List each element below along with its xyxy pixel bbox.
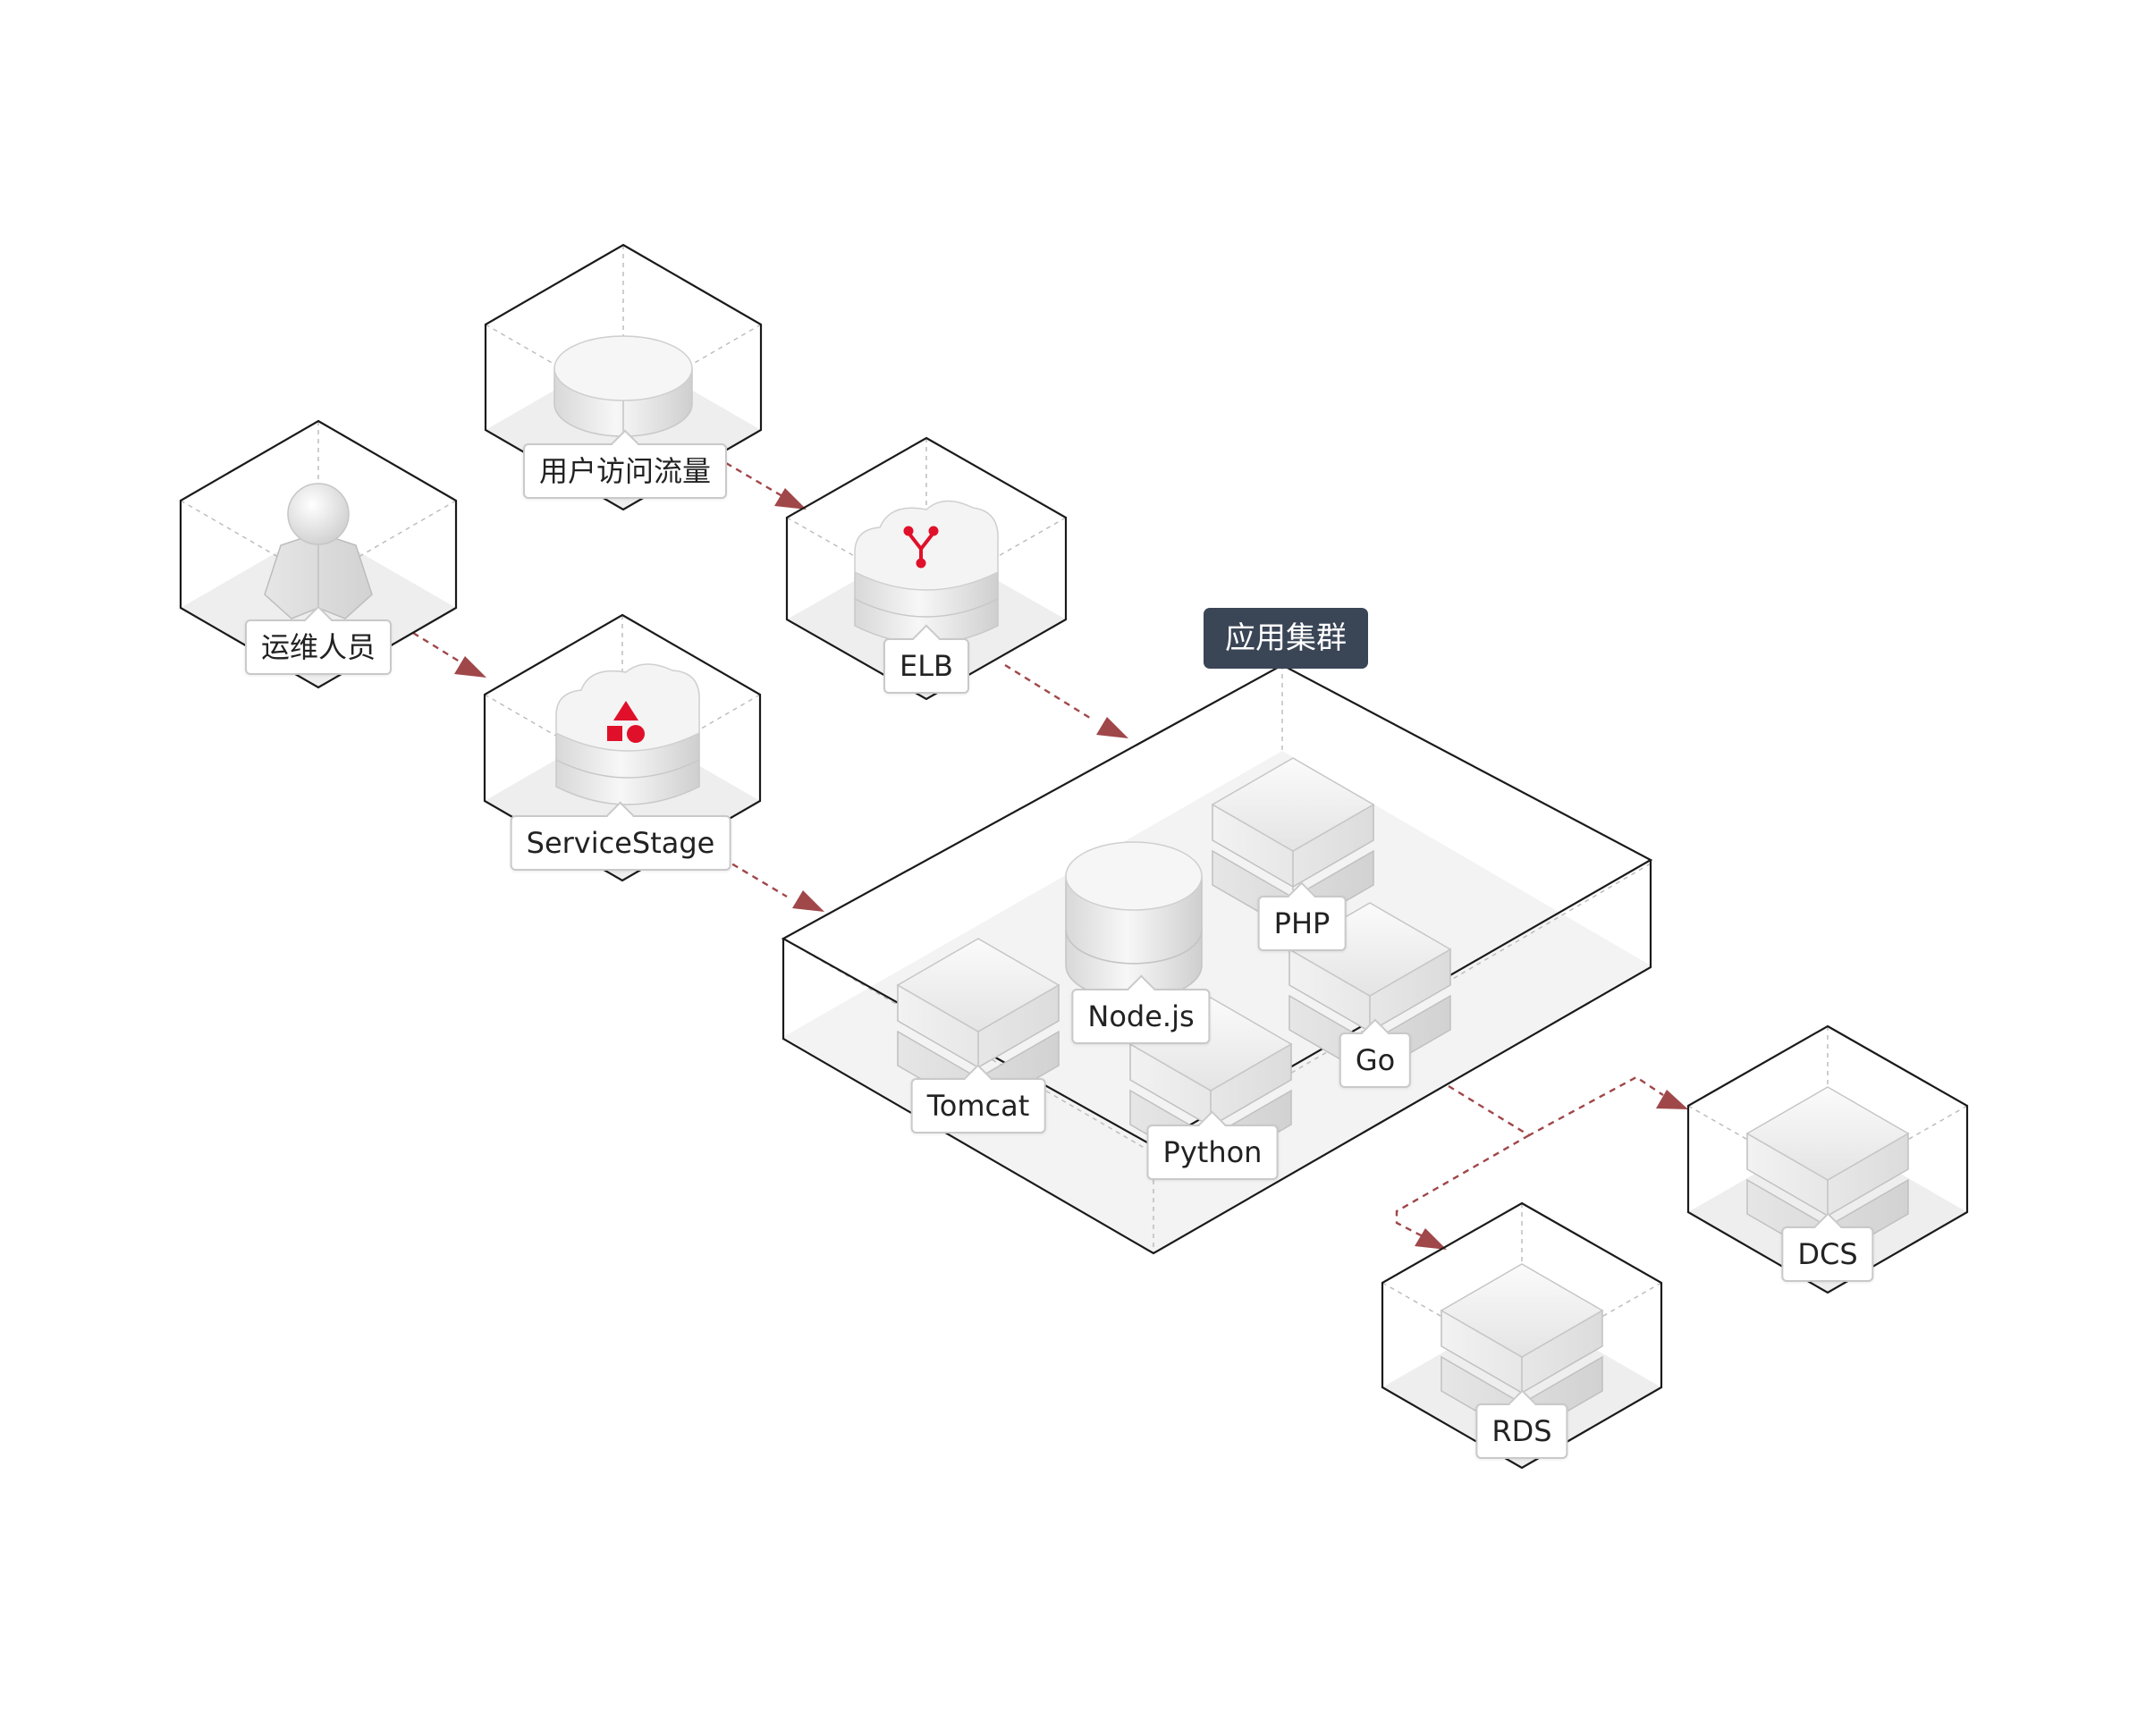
rds-hex-frame: [1381, 1201, 1663, 1470]
cache-server-icon: [1745, 1086, 1910, 1261]
arrow-servicestage-to-cluster: [722, 856, 788, 898]
dcs-hex-frame: [1686, 1024, 1969, 1294]
traffic-hex-frame: [484, 243, 763, 511]
database-icon: [553, 335, 693, 437]
cluster-frame-sides: [782, 860, 1652, 1255]
php-label: PHP: [1257, 896, 1347, 951]
dcs-node[interactable]: [1686, 1024, 1969, 1294]
dcs-label: DCS: [1781, 1226, 1874, 1282]
connector-arrows: [412, 461, 1664, 1240]
servicestage-hex-frame: [483, 613, 762, 882]
rds-label: RDS: [1475, 1403, 1568, 1459]
arrowheads: [454, 488, 1688, 1250]
arrow-cluster-to-rds: [1395, 1133, 1530, 1240]
arrow-traffic-to-elb: [725, 461, 788, 501]
servicestage-label: ServiceStage: [510, 815, 731, 871]
ops-label: 运维人员: [244, 619, 393, 675]
servicestage-cloud-icon: [555, 663, 700, 805]
person-icon: [264, 483, 373, 619]
arrow-ops-to-servicestage: [412, 631, 468, 668]
load-balancer-cloud-icon: [854, 500, 999, 645]
rds-node[interactable]: [1381, 1201, 1663, 1470]
elb-hex-frame: [785, 436, 1068, 701]
elb-label: ELB: [883, 638, 969, 694]
traffic-label: 用户访问流量: [522, 443, 728, 499]
nodejs-cylinder-icon: [1065, 841, 1203, 1000]
nodejs-label: Node.js: [1071, 989, 1211, 1044]
arrow-cluster-to-dcs: [1448, 1075, 1664, 1137]
cluster-title-badge: 应用集群: [1204, 608, 1368, 669]
tomcat-label: Tomcat: [910, 1078, 1046, 1133]
arrow-elb-to-cluster: [1004, 663, 1094, 721]
elb-node[interactable]: [785, 436, 1068, 701]
ops-hex-frame: [179, 419, 458, 689]
python-label: Python: [1146, 1125, 1279, 1180]
go-label: Go: [1339, 1032, 1412, 1088]
